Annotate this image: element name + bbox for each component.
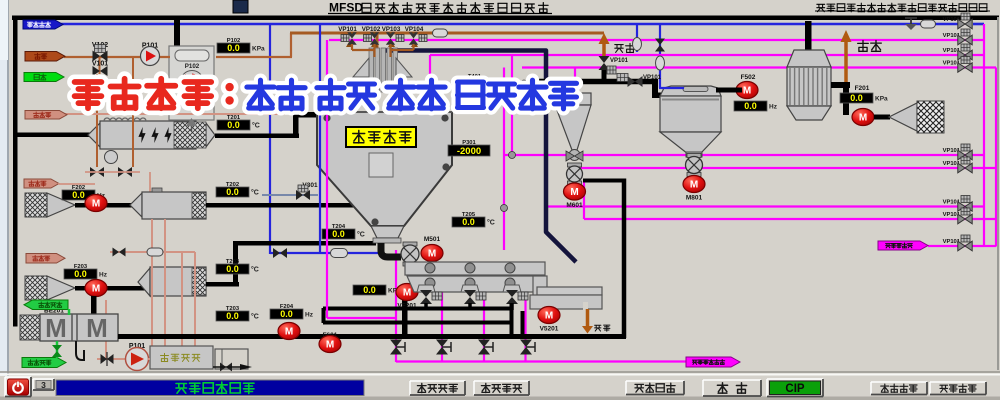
- svg-text:0.0: 0.0: [227, 43, 240, 53]
- svg-text:°C: °C: [357, 231, 365, 239]
- svg-text:0.0: 0.0: [280, 309, 293, 319]
- svg-text:M: M: [285, 327, 293, 338]
- svg-text:0.0: 0.0: [226, 264, 239, 274]
- svg-text:VP101: VP101: [943, 200, 961, 206]
- svg-text:T203: T203: [226, 306, 240, 312]
- svg-text:M: M: [545, 311, 553, 322]
- svg-text:T205: T205: [462, 212, 476, 218]
- svg-text:T204: T204: [332, 224, 346, 230]
- svg-text:VP101: VP101: [943, 212, 961, 218]
- svg-text:M: M: [570, 187, 578, 198]
- svg-text:M: M: [92, 284, 100, 295]
- svg-text:F202: F202: [72, 185, 85, 191]
- svg-text:BE201: BE201: [44, 308, 64, 315]
- svg-text:M: M: [403, 288, 411, 299]
- svg-text:°C: °C: [251, 266, 259, 274]
- svg-text:M: M: [690, 180, 698, 191]
- svg-text:VP101: VP101: [943, 148, 961, 154]
- svg-text:0.0: 0.0: [462, 217, 475, 227]
- svg-text:°C: °C: [251, 189, 259, 197]
- svg-text:M: M: [428, 249, 436, 260]
- svg-text:0.0: 0.0: [74, 269, 87, 279]
- svg-text:M: M: [45, 313, 67, 343]
- svg-text:°C: °C: [487, 219, 495, 227]
- svg-text:0.0: 0.0: [363, 285, 376, 295]
- svg-text:MFSD: MFSD: [329, 1, 363, 15]
- svg-text:0.0: 0.0: [332, 229, 345, 239]
- svg-text:°C: °C: [252, 122, 260, 130]
- svg-text:M801: M801: [686, 195, 703, 202]
- svg-text:KPa: KPa: [252, 46, 265, 53]
- svg-text:VF201: VF201: [397, 303, 417, 310]
- svg-text:Hz: Hz: [769, 104, 778, 111]
- svg-text:M: M: [859, 113, 867, 124]
- svg-text:0.0: 0.0: [227, 120, 240, 130]
- svg-text:°C: °C: [251, 313, 259, 321]
- svg-text:VP101: VP101: [643, 75, 662, 81]
- svg-text:F204: F204: [280, 304, 294, 310]
- svg-text:M: M: [86, 313, 108, 343]
- svg-text:M501: M501: [424, 236, 441, 243]
- svg-text:-2000: -2000: [457, 146, 481, 157]
- svg-text:KPa: KPa: [388, 288, 401, 295]
- svg-text:M601: M601: [566, 202, 583, 209]
- svg-text:VP101: VP101: [943, 48, 961, 54]
- svg-text:T202: T202: [226, 182, 239, 188]
- svg-text:Hz: Hz: [99, 272, 108, 279]
- svg-text:0.0: 0.0: [744, 101, 757, 111]
- svg-text:VP104: VP104: [405, 26, 424, 33]
- svg-text:P301: P301: [462, 140, 476, 146]
- svg-text:3: 3: [41, 380, 46, 390]
- svg-text:VP101: VP101: [338, 26, 357, 33]
- svg-text:M: M: [743, 86, 751, 97]
- svg-text:0.0: 0.0: [72, 190, 85, 200]
- svg-text:T203: T203: [226, 259, 240, 265]
- svg-text:VP102: VP102: [362, 26, 381, 33]
- svg-text:F201: F201: [855, 85, 870, 92]
- svg-text:T201: T201: [227, 115, 241, 121]
- svg-text:VP101: VP101: [943, 33, 961, 39]
- svg-text:P102: P102: [185, 63, 200, 70]
- svg-text:VP101: VP101: [943, 239, 961, 245]
- svg-text:F502: F502: [741, 74, 756, 81]
- svg-text:VP101: VP101: [943, 17, 961, 23]
- svg-text:V301: V301: [302, 182, 318, 189]
- svg-text:0.0: 0.0: [226, 187, 239, 197]
- svg-text:F203: F203: [74, 264, 88, 270]
- svg-text:VP103: VP103: [382, 26, 401, 33]
- svg-text:0.0: 0.0: [226, 311, 239, 321]
- svg-text:V101: V101: [92, 61, 108, 68]
- svg-text:P101: P101: [129, 343, 145, 350]
- svg-text:M: M: [326, 340, 334, 351]
- svg-text:KPa: KPa: [875, 96, 888, 103]
- svg-text:CIP: CIP: [785, 383, 805, 395]
- svg-text:VP101: VP101: [943, 61, 961, 67]
- svg-text:V5201: V5201: [540, 326, 559, 333]
- svg-text:Hz: Hz: [305, 312, 314, 319]
- svg-text:VP101: VP101: [610, 58, 629, 64]
- svg-text:P102: P102: [227, 38, 241, 44]
- svg-text:M: M: [92, 199, 100, 210]
- svg-text:0.0: 0.0: [850, 93, 863, 103]
- svg-text:VP101: VP101: [943, 161, 961, 167]
